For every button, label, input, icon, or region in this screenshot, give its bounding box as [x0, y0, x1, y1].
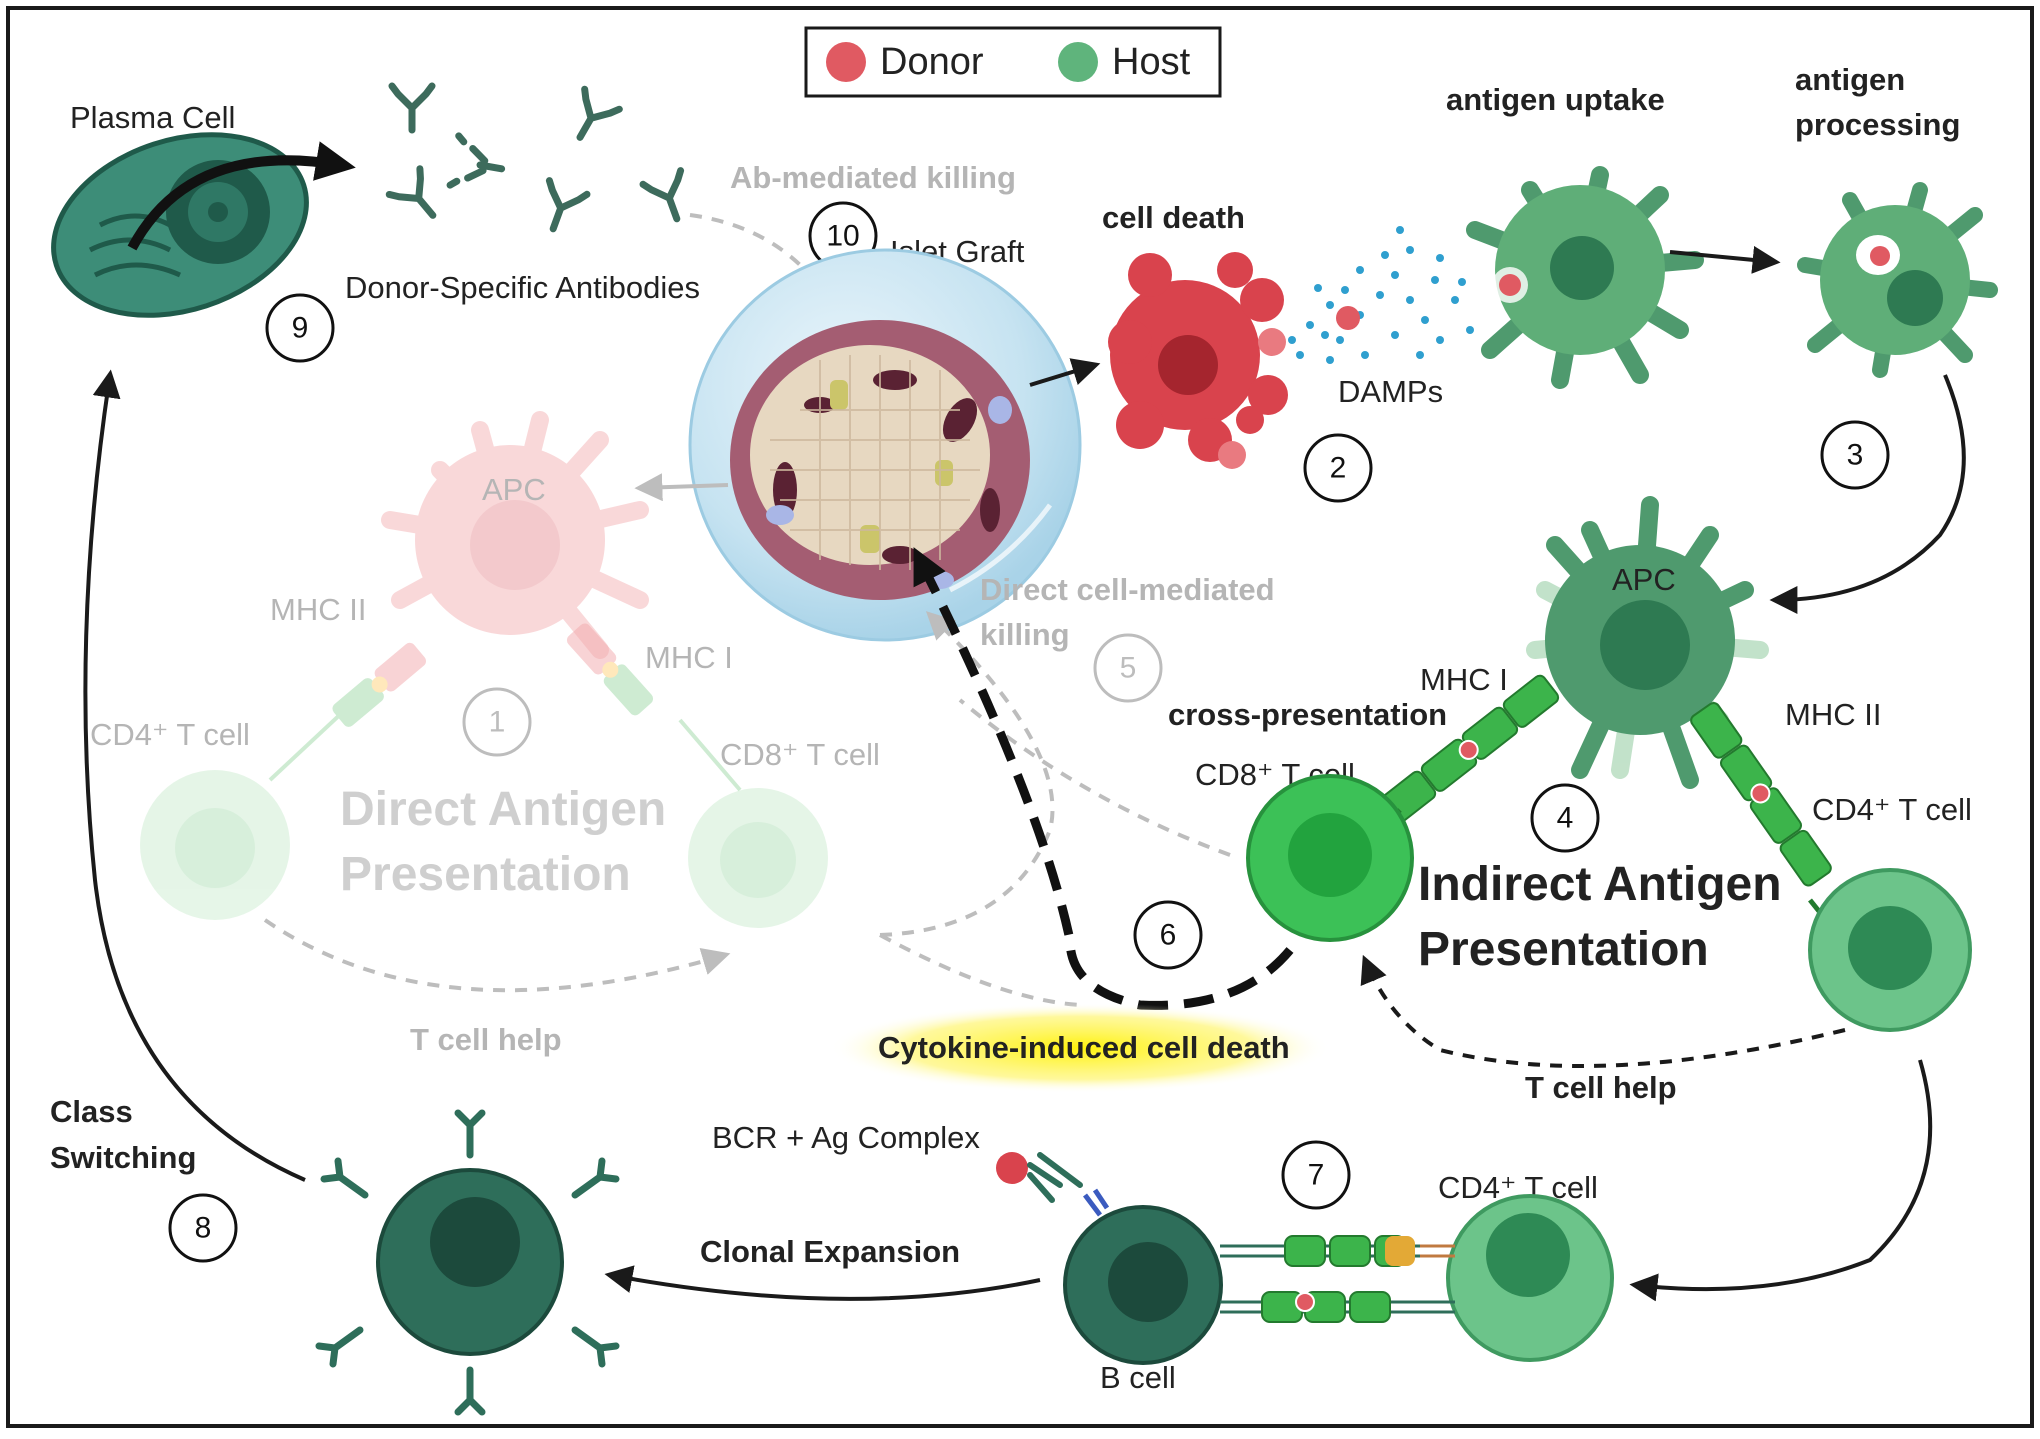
mhc2-indirect-label: MHC II	[1785, 697, 1881, 732]
secretion-arrow	[127, 141, 356, 251]
cytokine-arrow	[913, 547, 1294, 1010]
cell-death-label: cell death	[1102, 200, 1245, 235]
b-cell-label: B cell	[1100, 1360, 1176, 1395]
antigen-processing-label-1: antigen	[1795, 62, 1905, 97]
processing-to-apc-arrow	[1769, 374, 1966, 614]
svg-text:4: 4	[1557, 802, 1574, 835]
damps-dots	[1288, 226, 1474, 364]
step-5-marker: 5	[1093, 633, 1163, 703]
indirect-title-line1: Indirect Antigen	[1418, 858, 1782, 911]
direct-killing-arrow	[879, 611, 1055, 937]
indirect-cd4-t-cell	[1808, 868, 1972, 1032]
dying-donor-cell	[1108, 252, 1288, 469]
bcr-ag-complex	[996, 1152, 1110, 1217]
direct-killing-label-2: killing	[980, 617, 1070, 652]
cd4-direct-label: CD4⁺ T cell	[90, 717, 250, 752]
t-cell-help-direct-label: T cell help	[410, 1022, 562, 1057]
svg-text:1: 1	[489, 706, 506, 739]
cd8-to-graft-faint-arrow	[958, 698, 1231, 857]
cd4-bcell-t-cell	[1446, 1194, 1614, 1362]
legend-donor-label: Donor	[880, 41, 984, 83]
plasma-cell: Plasma Cell	[51, 100, 356, 318]
donor-specific-antibodies	[385, 82, 685, 233]
svg-text:2: 2	[1330, 452, 1347, 485]
cytokine-highlight	[830, 1003, 1330, 1093]
apc-direct-label: APC	[482, 472, 546, 507]
step-3-marker: 3	[1820, 420, 1890, 490]
svg-text:5: 5	[1120, 652, 1137, 685]
ab-mediated-killing-label: Ab-mediated killing	[730, 160, 1016, 195]
step-1-marker: 1	[462, 687, 532, 757]
cross-presentation-label: cross-presentation	[1168, 697, 1447, 732]
cytokine-death-label: Cytokine-induced cell death	[878, 1030, 1290, 1065]
svg-text:3: 3	[1847, 439, 1864, 472]
bcr-complex-label: BCR + Ag Complex	[712, 1120, 980, 1155]
direct-mhc-complexes	[268, 623, 742, 792]
indirect-cd8-t-cell	[1246, 774, 1414, 942]
cd4-to-bcell-arrow	[1629, 1059, 1933, 1302]
direct-apc	[381, 411, 649, 659]
step-7-marker: 7	[1281, 1140, 1351, 1210]
graft-to-apc-arrow	[634, 473, 729, 502]
cd4-indirect-label: CD4⁺ T cell	[1812, 792, 1972, 827]
step-8-marker: 8	[168, 1193, 238, 1263]
step-6-marker: 6	[1133, 900, 1203, 970]
antigen-fragment	[1336, 306, 1360, 330]
dsa-label: Donor-Specific Antibodies	[345, 270, 700, 305]
bcell-tcell-synapse	[1220, 1235, 1455, 1323]
step-9-marker: 9	[265, 293, 335, 363]
svg-text:8: 8	[195, 1212, 212, 1245]
host-swatch	[1058, 42, 1098, 82]
class-switching-label-1: Class	[50, 1094, 133, 1129]
antigen-uptake-label: antigen uptake	[1446, 82, 1665, 117]
graft-to-death-arrow	[1029, 358, 1101, 387]
mhc1-indirect-label: MHC I	[1420, 662, 1508, 697]
t-cell-help-direct-arrow	[263, 918, 731, 993]
class-switching-label-2: Switching	[50, 1140, 196, 1175]
cd8-direct-label: CD8⁺ T cell	[720, 737, 880, 772]
clonal-expansion-arrow	[604, 1265, 1041, 1301]
donor-swatch	[826, 42, 866, 82]
t-cell-help-indirect-label: T cell help	[1525, 1070, 1677, 1105]
legend-host-label: Host	[1112, 41, 1191, 83]
direct-killing-label-1: Direct cell-mediated	[980, 572, 1275, 607]
legend-box	[804, 26, 1222, 98]
direct-cd8-t-cell	[688, 788, 828, 928]
svg-text:10: 10	[826, 220, 859, 253]
direct-title-line2: Presentation	[340, 848, 631, 901]
direct-title-line1: Direct Antigen	[340, 783, 666, 836]
uptake-to-processing-arrow	[1669, 245, 1781, 274]
indirect-title-line2: Presentation	[1418, 923, 1709, 976]
plasma-cell-label: Plasma Cell	[70, 100, 235, 135]
direct-cd4-t-cell	[140, 770, 290, 920]
step-2-marker: 2	[1303, 433, 1373, 503]
apc-indirect-label: APC	[1612, 562, 1676, 597]
processing-dendritic-cell	[1797, 182, 1998, 378]
expanded-b-cell	[315, 1109, 620, 1416]
clonal-expansion-label: Clonal Expansion	[700, 1234, 960, 1269]
damps-label: DAMPs	[1338, 374, 1443, 409]
svg-text:9: 9	[292, 312, 309, 345]
antigen-processing-label-2: processing	[1795, 107, 1960, 142]
b-cell	[1063, 1205, 1223, 1365]
mhc1-direct-label: MHC I	[645, 640, 733, 675]
indirect-apc	[1526, 496, 1769, 789]
svg-text:6: 6	[1160, 919, 1177, 952]
svg-text:7: 7	[1308, 1159, 1325, 1192]
t-cell-help-indirect-arrow	[1360, 954, 1846, 1068]
legend: Donor Host	[804, 26, 1222, 98]
step-4-marker: 4	[1530, 783, 1600, 853]
indirect-mhc-complexes	[1378, 674, 1832, 927]
uptake-dendritic-cell	[1466, 166, 1704, 389]
faint-cytokine-path	[879, 933, 1081, 1007]
islet-graft	[688, 248, 1082, 642]
mhc2-direct-label: MHC II	[270, 592, 366, 627]
class-switching-arrow	[83, 369, 306, 1182]
